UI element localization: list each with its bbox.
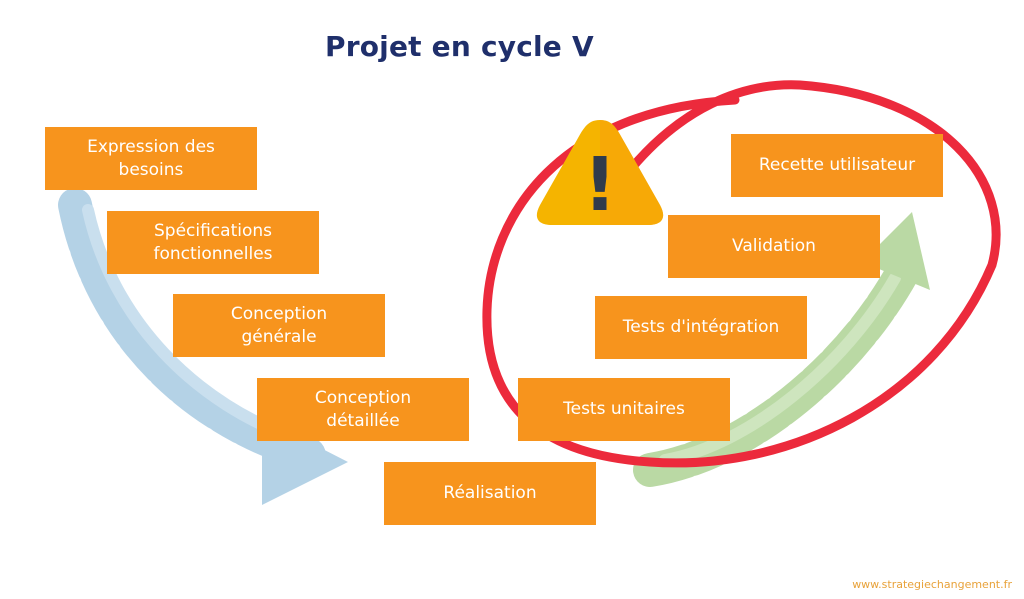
warning-glyph: ! (583, 142, 617, 228)
step-validation: Validation (668, 215, 880, 278)
highlight-circle (482, 80, 1001, 468)
credit-url: www.strategiechangement.fr (852, 578, 1012, 591)
step-expression-besoins: Expression des besoins (45, 127, 257, 190)
step-tests-unitaires: Tests unitaires (518, 378, 730, 441)
page-title: Projet en cycle V (325, 30, 594, 63)
step-specifications-fonctionnelles: Spécifications fonctionnelles (107, 211, 319, 274)
step-realisation: Réalisation (384, 462, 596, 525)
step-recette-utilisateur: Recette utilisateur (731, 134, 943, 197)
step-conception-generale: Conception générale (173, 294, 385, 357)
warning-icon: ! (536, 120, 664, 228)
step-conception-detaillee: Conception détaillée (257, 378, 469, 441)
step-tests-integration: Tests d'intégration (595, 296, 807, 359)
